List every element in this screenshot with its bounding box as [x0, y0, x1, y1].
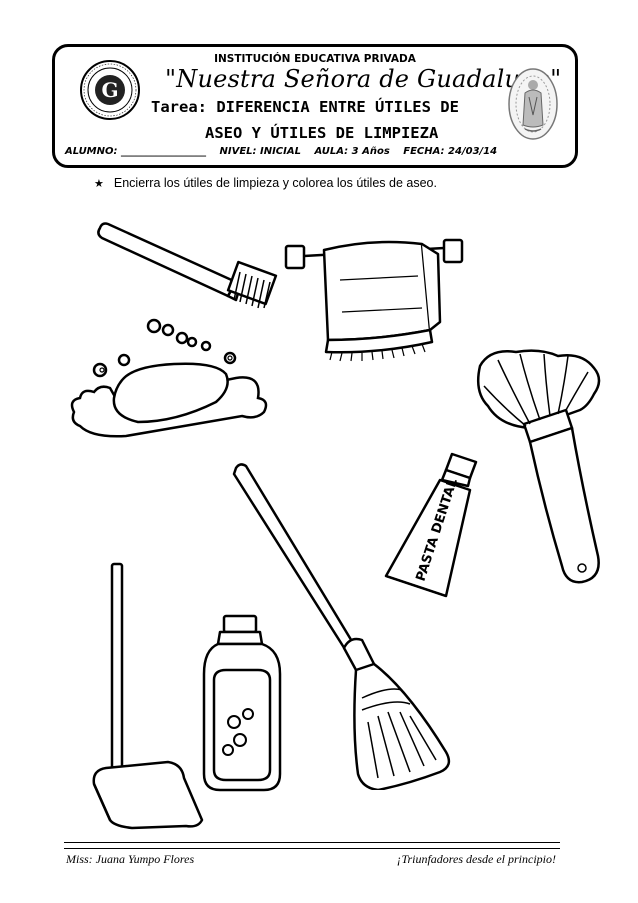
shampoo-bottle-drawing — [202, 614, 282, 792]
dustpan-drawing — [92, 562, 204, 830]
task-title-text: DIFERENCIA ENTRE ÚTILES DE — [216, 98, 459, 116]
school-motto: "Nuestra Señora de Guadalupe" — [165, 65, 562, 93]
student-name-field: ALUMNO: _________________ — [65, 146, 206, 157]
instruction-text: Encierra los útiles de limpieza y colore… — [113, 176, 437, 190]
date-field: FECHA: 24/03/14 — [403, 146, 498, 157]
header-box: INSTITUCIÓN EDUCATIVA PRIVADA G "Nuestra… — [52, 44, 578, 168]
soap-drawing — [70, 318, 268, 438]
towel-drawing — [284, 238, 464, 362]
task-label: Tarea: — [151, 98, 207, 116]
teacher-name: Miss: Juana Yumpo Flores — [66, 852, 195, 866]
feather-duster-drawing — [477, 349, 601, 584]
institution-name: INSTITUCIÓN EDUCATIVA PRIVADA — [214, 53, 416, 65]
student-info-row: ALUMNO: _________________ NIVEL: INICIAL… — [65, 146, 507, 157]
task-title-line1: Tarea: DIFERENCIA ENTRE ÚTILES DE — [151, 98, 459, 116]
toothpaste-drawing: PASTA DENTAL — [384, 452, 478, 598]
level-field: NIVEL: INICIAL — [219, 146, 301, 157]
logo-letter: G — [101, 78, 118, 102]
classroom-field: AULA: 3 Años — [314, 146, 390, 157]
task-title-line2: ASEO Y ÚTILES DE LIMPIEZA — [205, 124, 439, 142]
instruction: ★ Encierra los útiles de limpieza y color… — [94, 176, 437, 190]
school-slogan: ¡Triunfadores desde el principio! — [396, 852, 556, 866]
virgin-image — [508, 68, 558, 140]
toothbrush-drawing — [97, 222, 278, 309]
broom-drawing — [232, 463, 451, 790]
footer-divider — [64, 842, 560, 849]
school-logo: G — [80, 60, 140, 120]
star-icon: ★ — [94, 178, 104, 190]
